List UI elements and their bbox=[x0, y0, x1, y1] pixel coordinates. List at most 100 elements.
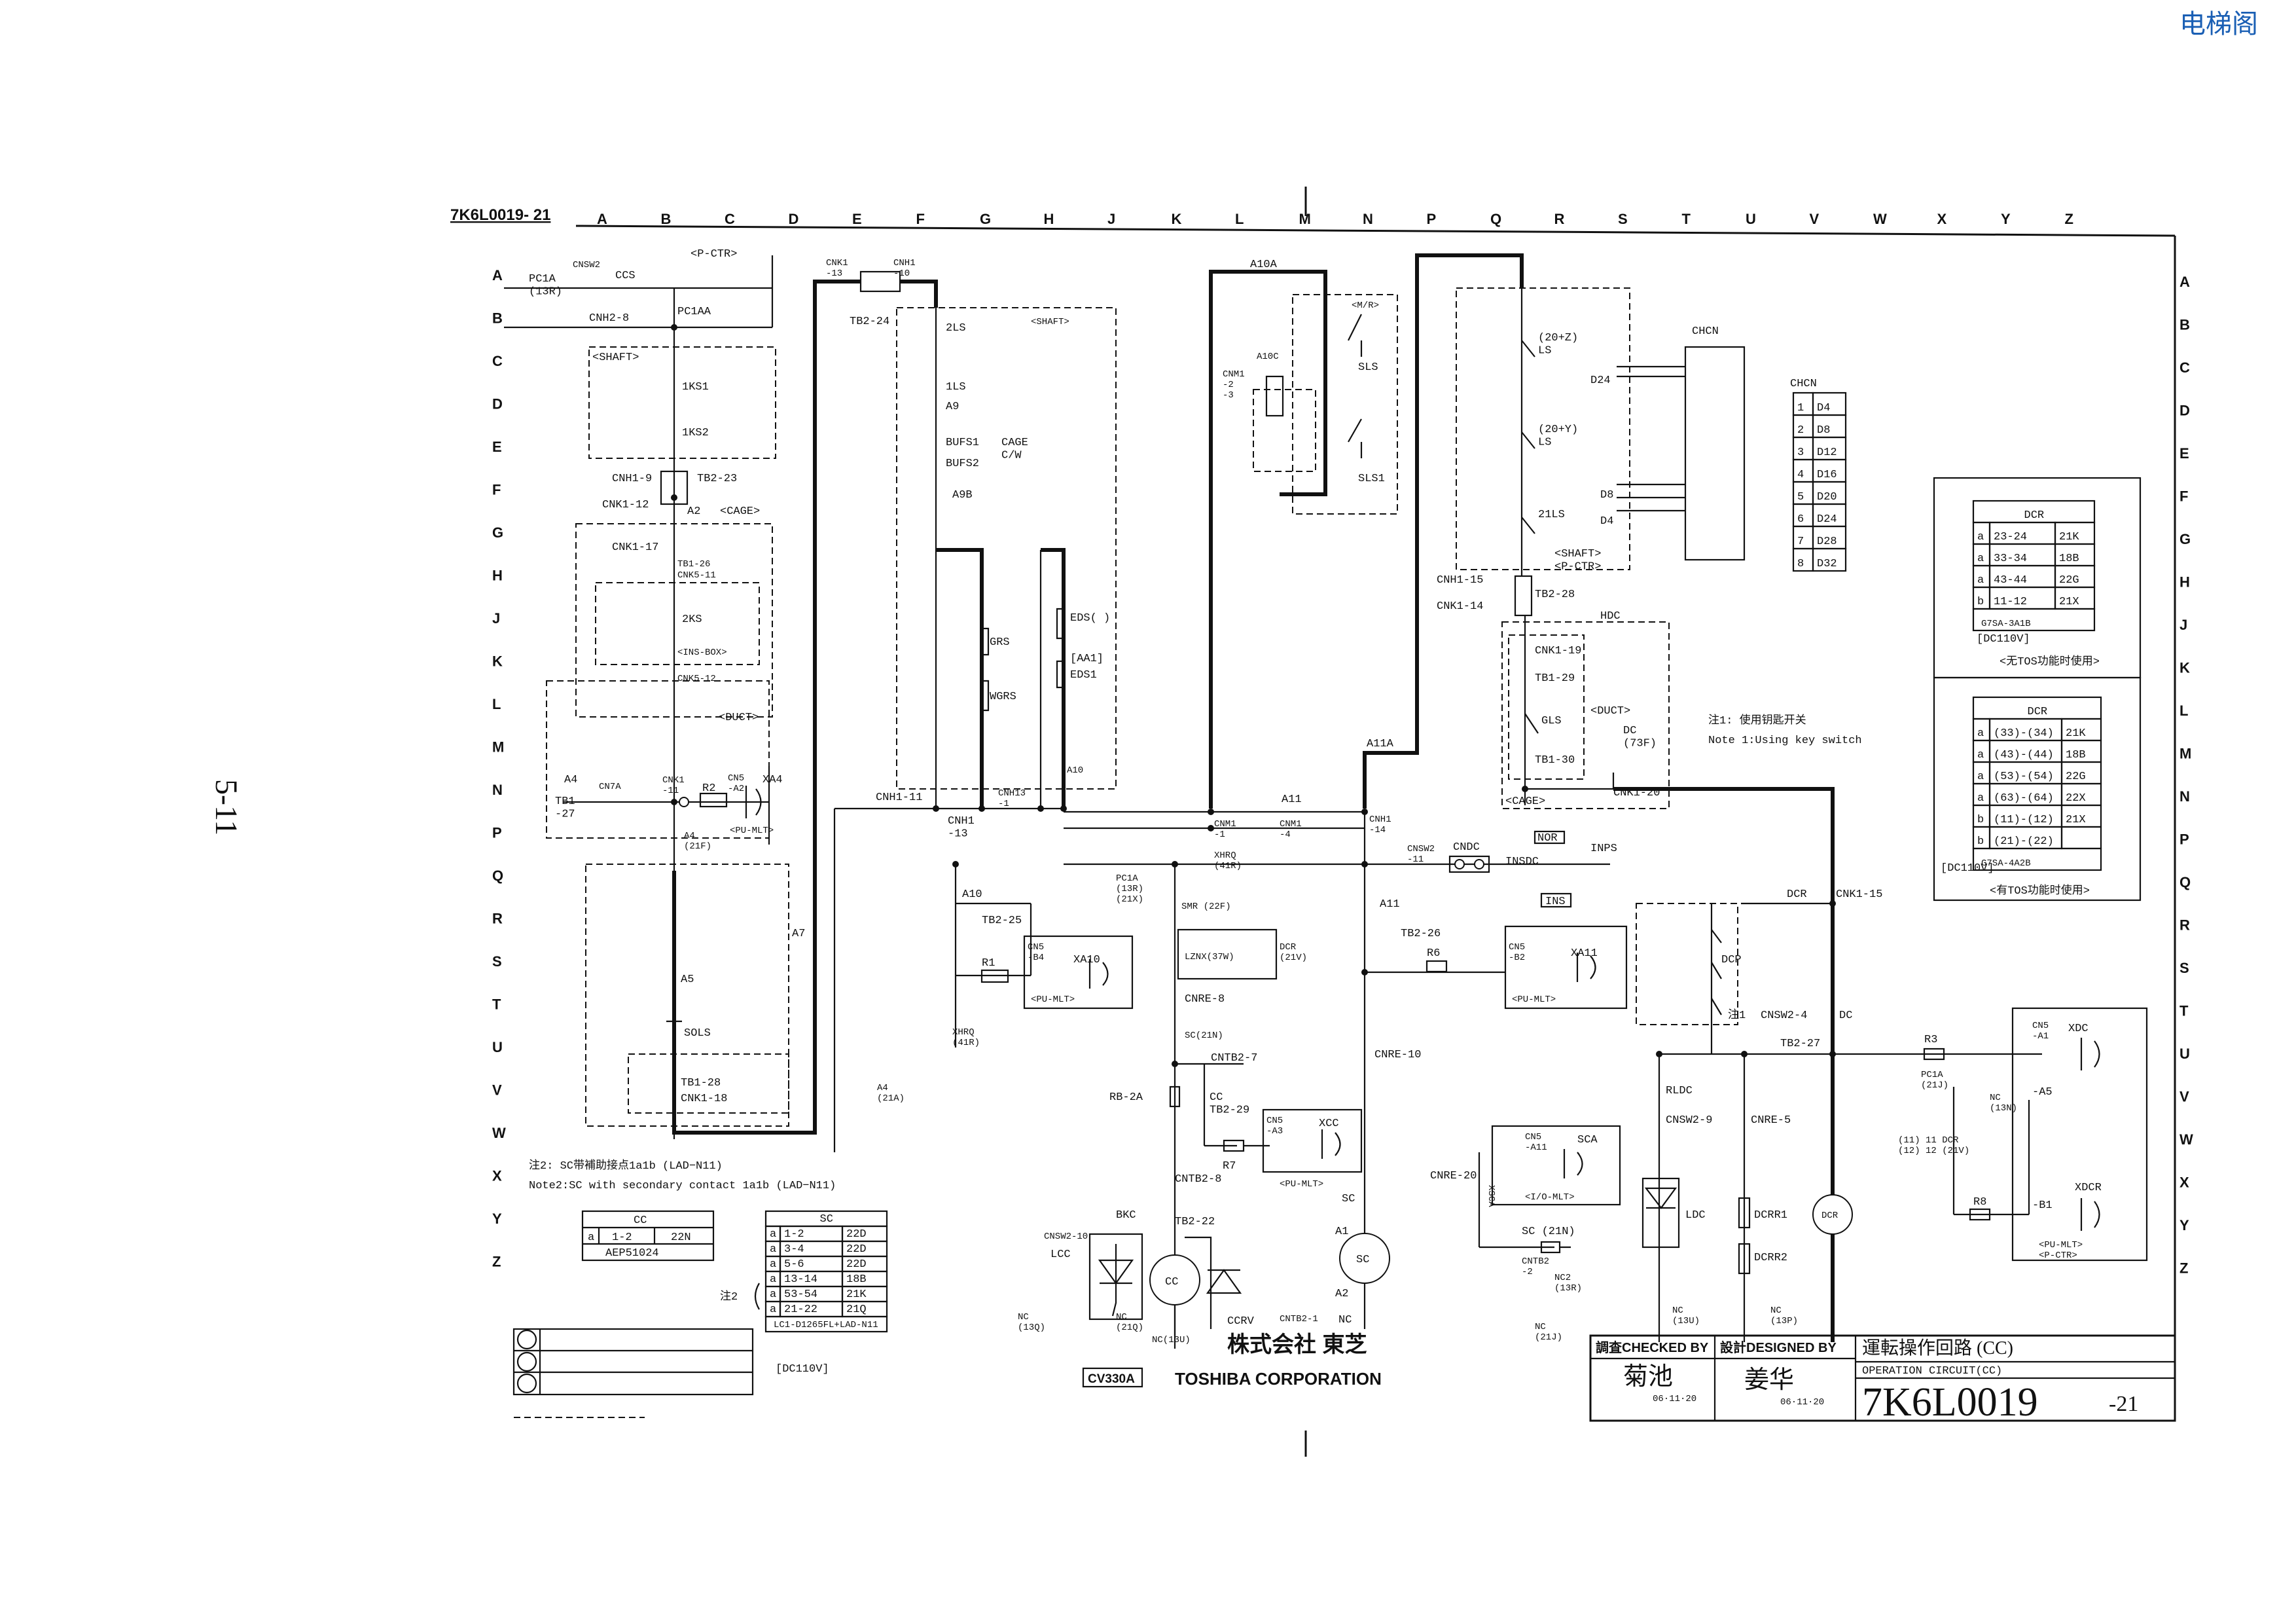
label-tb2-27: TB2-27 bbox=[1780, 1038, 1820, 1050]
row-letter: F bbox=[2179, 488, 2188, 505]
label-smr: SMR (22F) bbox=[1181, 902, 1231, 912]
label-ins-box: <INS-BOX> bbox=[677, 647, 727, 658]
drawing-number-suffix: -21 bbox=[2109, 1392, 2138, 1416]
label-cnh1-14: CNH1-14 bbox=[1369, 814, 1391, 835]
row-letter: K bbox=[492, 653, 503, 670]
label-a5b: -A5 bbox=[2032, 1086, 2053, 1099]
label-cnk1-11: CNK1-11 bbox=[662, 775, 685, 796]
label-a11-b: A11 bbox=[1380, 898, 1400, 911]
label-duct-2: <DUCT> bbox=[1590, 705, 1630, 718]
note2-en: Note2:SC with secondary contact 1a1b (LA… bbox=[529, 1180, 836, 1192]
label-ins: INS bbox=[1545, 896, 1566, 908]
label-cnsw2-10: CNSW2-10 bbox=[1044, 1231, 1088, 1242]
label-a9: A9 bbox=[946, 401, 959, 413]
table-cell: a bbox=[1977, 553, 1984, 565]
company-en: TOSHIBA CORPORATION bbox=[1175, 1369, 1382, 1389]
label-pu-mlt-pctr: <PU-MLT><P-CTR> bbox=[2039, 1240, 2083, 1261]
table-cell: D12 bbox=[1817, 447, 1837, 459]
table-cell: 22X bbox=[2066, 792, 2086, 805]
table-cell: D20 bbox=[1817, 491, 1837, 503]
label-cnk1-19: CNK1-19 bbox=[1535, 645, 1581, 657]
table-cell: b bbox=[1977, 835, 1984, 848]
table-dcr-no-tos-caption: <无TOS功能时使用> bbox=[2000, 654, 2100, 668]
label-cn5-a1: CN5-A1 bbox=[2032, 1021, 2049, 1042]
label-cn5-b2: CN5-B2 bbox=[1509, 942, 1525, 963]
label-a10a: A10A bbox=[1250, 259, 1278, 271]
label-1ks1: 1KS1 bbox=[682, 381, 709, 393]
label-nor: NOR bbox=[1537, 832, 1558, 845]
table-cell: 18B bbox=[2059, 553, 2079, 565]
table-cell: 22G bbox=[2066, 771, 2086, 783]
row-letter: J bbox=[2179, 617, 2187, 633]
label-insdc: INSDC bbox=[1505, 856, 1539, 868]
note2-cn: 注2: SC带補助接点1a1b (LAD−N11) bbox=[529, 1159, 723, 1173]
label-ldc: LDC bbox=[1685, 1209, 1706, 1222]
model-number: CV330A bbox=[1088, 1372, 1135, 1386]
label-rb-2a: RB-2A bbox=[1109, 1091, 1143, 1104]
column-letter: V bbox=[1810, 211, 1820, 227]
table-cell: 11-12 bbox=[1994, 596, 2027, 608]
label-bkc: BKC bbox=[1116, 1209, 1136, 1222]
label-cnh2-8: CNH2-8 bbox=[589, 312, 629, 325]
drawing-number-main: 7K6L0019 bbox=[1862, 1380, 2038, 1425]
label-xa10: XA10 bbox=[1073, 954, 1100, 966]
label-a2: A2 bbox=[687, 505, 700, 518]
label-tb2-23: TB2-23 bbox=[697, 473, 737, 485]
label-cn5-a3: CN5-A3 bbox=[1266, 1116, 1283, 1137]
row-letter: W bbox=[492, 1125, 506, 1141]
label-d8: D8 bbox=[1600, 489, 1613, 501]
label-xhrq-41r-2: XHRQ(41R) bbox=[952, 1027, 980, 1048]
label-dcp: DCP bbox=[1721, 954, 1742, 966]
label-nc-21j: NC(21J) bbox=[1535, 1322, 1562, 1343]
row-letter: S bbox=[492, 953, 502, 970]
label-cnk1-14: CNK1-14 bbox=[1437, 600, 1483, 613]
label-xdcr: XDCR bbox=[2075, 1182, 2102, 1194]
row-letter: T bbox=[492, 996, 501, 1013]
label-cn5-a11: CN5-A11 bbox=[1525, 1132, 1547, 1153]
label-a10-b: A10 bbox=[962, 888, 982, 901]
table-sc-voltage: [DC110V] bbox=[776, 1363, 829, 1376]
row-letter: E bbox=[492, 439, 502, 455]
row-letter: G bbox=[492, 524, 503, 541]
label-nc: NC bbox=[1338, 1314, 1352, 1326]
label-sc: SC bbox=[1342, 1193, 1355, 1205]
column-letter: F bbox=[916, 211, 925, 227]
table-cell: 6 bbox=[1797, 513, 1804, 526]
company-jp: 株式会社 東芝 bbox=[1227, 1332, 1367, 1357]
table-part: LC1-D1265FL+LAD-N11 bbox=[774, 1320, 878, 1330]
label-pc1a-13r-21x: PC1A(13R)(21X) bbox=[1116, 873, 1143, 905]
coil-cc: CC bbox=[1165, 1276, 1178, 1288]
row-letter: D bbox=[2179, 403, 2190, 419]
row-letter: P bbox=[2179, 831, 2189, 848]
label-cnh1-13: CNH1-13 bbox=[948, 815, 975, 841]
row-letter: G bbox=[2179, 531, 2191, 547]
label-inps: INPS bbox=[1590, 843, 1617, 855]
page-number: 5-11 bbox=[209, 779, 243, 835]
label-tb2-25: TB2-25 bbox=[982, 915, 1022, 927]
table-cc-part: AEP51024 bbox=[605, 1247, 659, 1260]
column-letter: D bbox=[789, 211, 799, 227]
label-cnk1-18: CNK1-18 bbox=[681, 1093, 727, 1105]
label-xa4: XA4 bbox=[762, 774, 783, 786]
checked-by-name: 菊池 bbox=[1623, 1363, 1673, 1391]
row-letter: Y bbox=[492, 1211, 502, 1227]
label-pu-mlt-2: <PU-MLT> bbox=[1280, 1179, 1323, 1190]
column-letter: S bbox=[1618, 211, 1628, 227]
row-letter: V bbox=[2179, 1089, 2189, 1105]
table-cell: 1 bbox=[1797, 402, 1804, 414]
label-xcc: XCC bbox=[1319, 1118, 1339, 1130]
column-letter: A bbox=[597, 211, 607, 227]
table-cell: D16 bbox=[1817, 469, 1837, 481]
label-nc2-13r: NC2(13R) bbox=[1554, 1273, 1582, 1294]
label-cnk1-20: CNK1-20 bbox=[1613, 787, 1660, 799]
label-cnre-5: CNRE-5 bbox=[1751, 1114, 1791, 1127]
label-xa11: XA11 bbox=[1571, 947, 1598, 960]
label-a5: A5 bbox=[681, 974, 694, 986]
label-shaft: <SHAFT> bbox=[592, 352, 639, 364]
label-cn5-b4: CN5-B4 bbox=[1028, 942, 1044, 963]
row-letter: H bbox=[492, 568, 503, 584]
row-letter: N bbox=[2179, 788, 2190, 805]
label-21ls: 21LS bbox=[1538, 509, 1565, 521]
